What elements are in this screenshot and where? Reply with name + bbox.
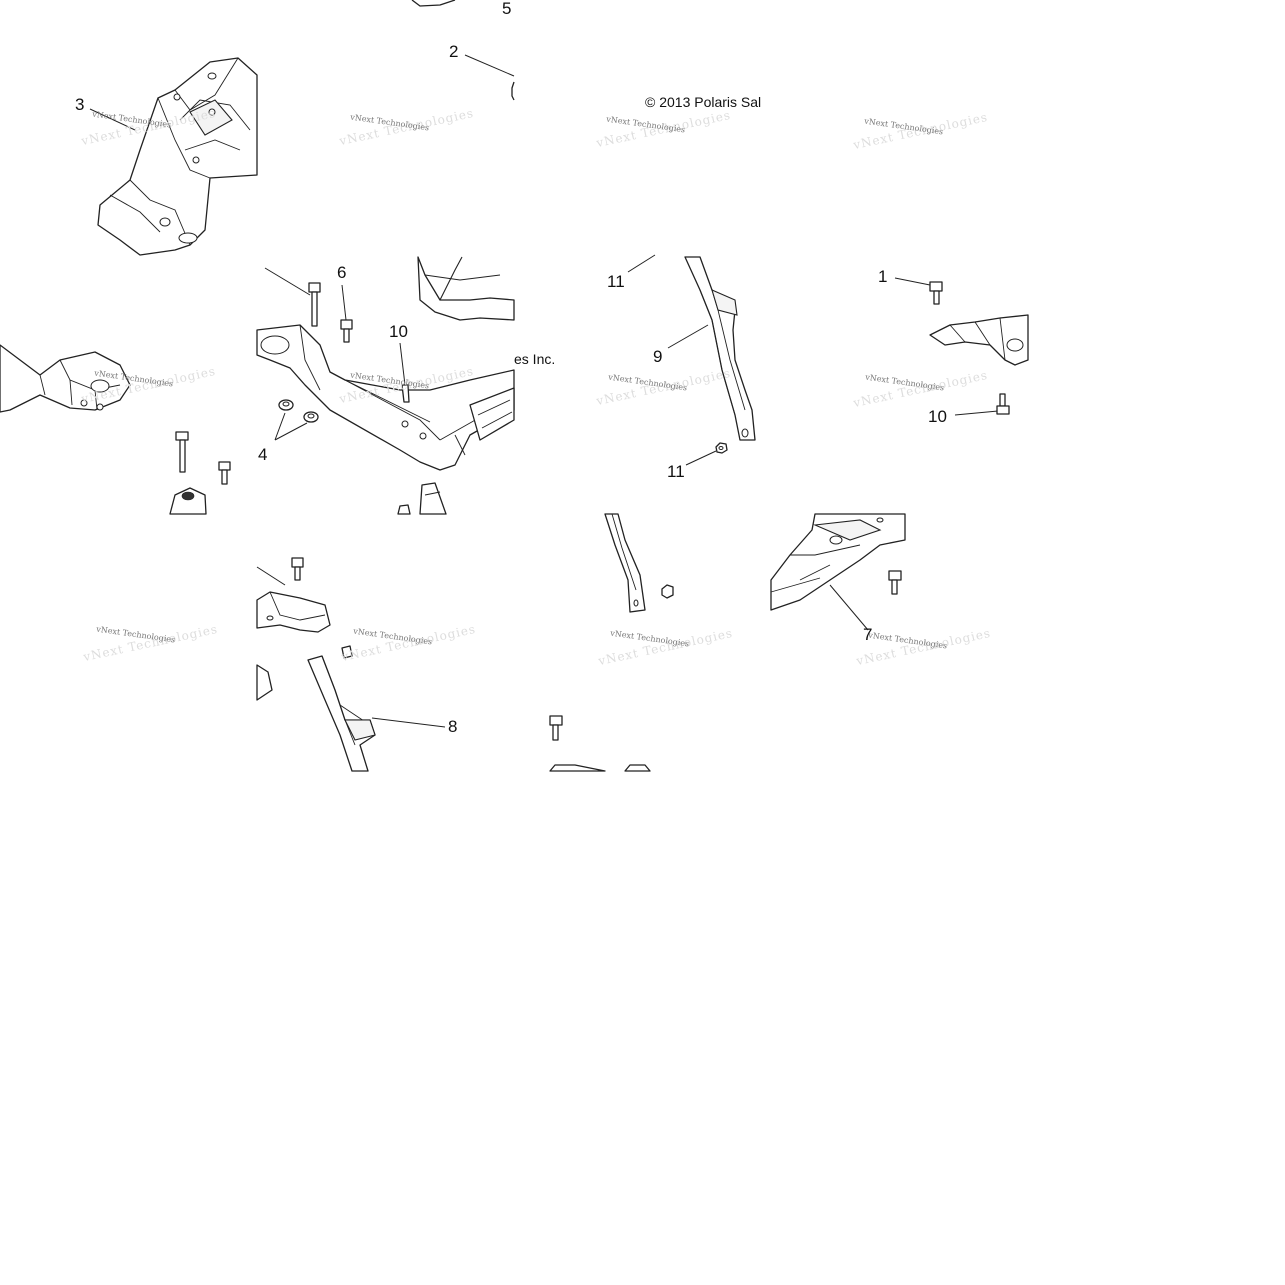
part-2-fragment <box>511 81 515 101</box>
leader-11a <box>627 254 656 273</box>
callout-8: 8 <box>448 717 458 736</box>
leader-4 <box>274 412 308 441</box>
side-rail-8-part <box>307 655 376 772</box>
callout-7: 7 <box>863 625 873 644</box>
callout-5: 5 <box>502 0 512 18</box>
side-rail-lower-fragment <box>604 513 646 613</box>
leader-10b <box>954 410 999 416</box>
short-bolt-6 <box>340 319 353 343</box>
side-rail-9-part <box>684 256 756 441</box>
copyright-fragment-mid: es Inc. <box>514 351 556 367</box>
callout-4: 4 <box>258 445 268 464</box>
bushing-fragment <box>169 487 207 515</box>
callout-10: 10 <box>389 322 408 341</box>
copyright-fragment-top: © 2013 Polaris Sal <box>645 94 762 110</box>
frame-crossmember-part <box>256 256 515 471</box>
bolt-7 <box>888 570 902 595</box>
callout-11: 11 <box>607 272 625 291</box>
leader-10a <box>399 342 406 386</box>
part-5-fragment <box>411 0 456 7</box>
leader-6 <box>341 284 347 321</box>
leader-2 <box>464 54 515 77</box>
callout-1: 1 <box>878 267 888 286</box>
nut-lower <box>661 584 674 599</box>
callout-9: 9 <box>653 347 663 366</box>
leader-1 <box>894 277 931 286</box>
leader-frame-lower <box>256 566 286 586</box>
bolt-10a <box>401 384 410 403</box>
mount-bracket-part <box>0 344 131 413</box>
callout-2: 2 <box>449 42 459 61</box>
nuts-4 <box>278 399 319 423</box>
callout-3: 3 <box>75 95 85 114</box>
lower-bushing-fragment <box>624 764 651 772</box>
frame-lower-fragment <box>256 591 331 701</box>
lower-bracket-fragment <box>549 764 606 772</box>
bolt-lower-center <box>291 557 304 581</box>
leader-3 <box>89 108 136 131</box>
bracket-1-part <box>929 314 1029 366</box>
bolt-10b <box>996 393 1010 415</box>
front-bracket-part <box>97 57 258 256</box>
leader-9 <box>667 324 709 349</box>
callout-11-lower: 11 <box>667 462 685 481</box>
leader-7 <box>829 584 869 631</box>
nut-fragment <box>397 504 411 515</box>
bracket-7-part <box>770 513 906 611</box>
bolt-1 <box>929 281 943 305</box>
nut-11b <box>715 442 728 454</box>
long-bolt-left <box>175 431 189 473</box>
leader-11b <box>685 450 717 466</box>
callout-10-right: 10 <box>928 407 947 426</box>
long-bolt-center <box>308 282 321 327</box>
bolt-lower-mid <box>549 715 563 741</box>
spacer-lower <box>341 645 353 659</box>
short-bolt-left <box>218 461 231 485</box>
leader-8 <box>371 717 446 728</box>
rail-fragment-center <box>419 482 447 515</box>
callout-6: 6 <box>337 263 347 282</box>
leader-frame-top <box>264 267 311 296</box>
